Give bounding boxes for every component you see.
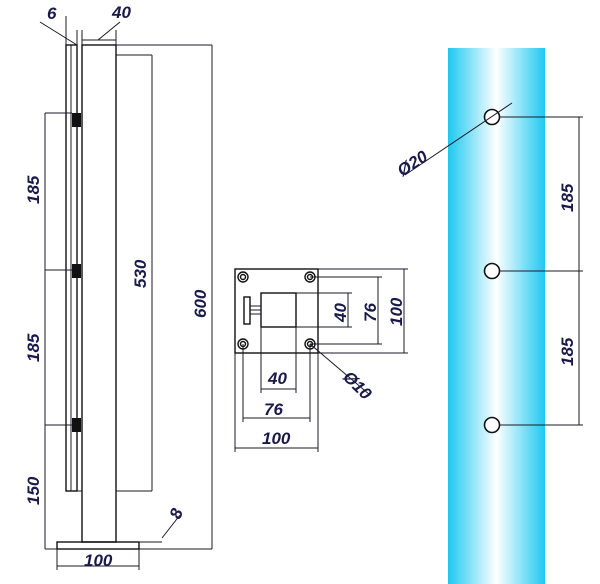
tube-body [448, 48, 545, 584]
label-base-thickness: 8 [166, 505, 187, 521]
tube-front-view: Ø20 185 185 [394, 48, 583, 584]
label-glass-thickness: 6 [47, 4, 57, 23]
label-spacing-bottom: 150 [24, 476, 43, 505]
base-plate-top-view: 40 76 100 Ø10 40 76 100 [234, 268, 408, 452]
base-plate-square [234, 268, 319, 354]
post-base-plate [56, 541, 140, 550]
label-spacing-top: 185 [24, 175, 43, 204]
label-plate-outer-width: 100 [262, 429, 291, 448]
clamp-bottom [72, 418, 81, 432]
post-side-view: 6 40 185 185 150 530 600 8 100 [24, 3, 213, 570]
label-plate-mid-width: 76 [264, 400, 283, 419]
clamp-top [72, 113, 81, 127]
tube-hole-bottom [483, 416, 501, 434]
label-total-height: 600 [191, 289, 210, 318]
label-hole-diameter-large: Ø20 [394, 147, 432, 181]
label-plate-mid-height: 76 [361, 303, 380, 322]
tube-hole-middle [483, 262, 501, 280]
post-profile [260, 292, 297, 328]
mount-hole-top-left [237, 271, 249, 283]
label-spacing-middle: 185 [24, 333, 43, 362]
post-body [81, 44, 117, 543]
glass-profile [243, 296, 251, 325]
label-plate-inner-height: 40 [331, 303, 350, 323]
label-post-height-inner: 530 [131, 259, 150, 288]
label-plate-outer-height: 100 [387, 297, 406, 326]
clamp-middle [72, 264, 81, 278]
label-post-width: 40 [111, 3, 131, 22]
label-base-width: 100 [84, 551, 113, 570]
label-plate-inner-width: 40 [267, 369, 287, 388]
label-tube-spacing-bottom: 185 [558, 337, 577, 366]
label-tube-spacing-top: 185 [558, 183, 577, 212]
